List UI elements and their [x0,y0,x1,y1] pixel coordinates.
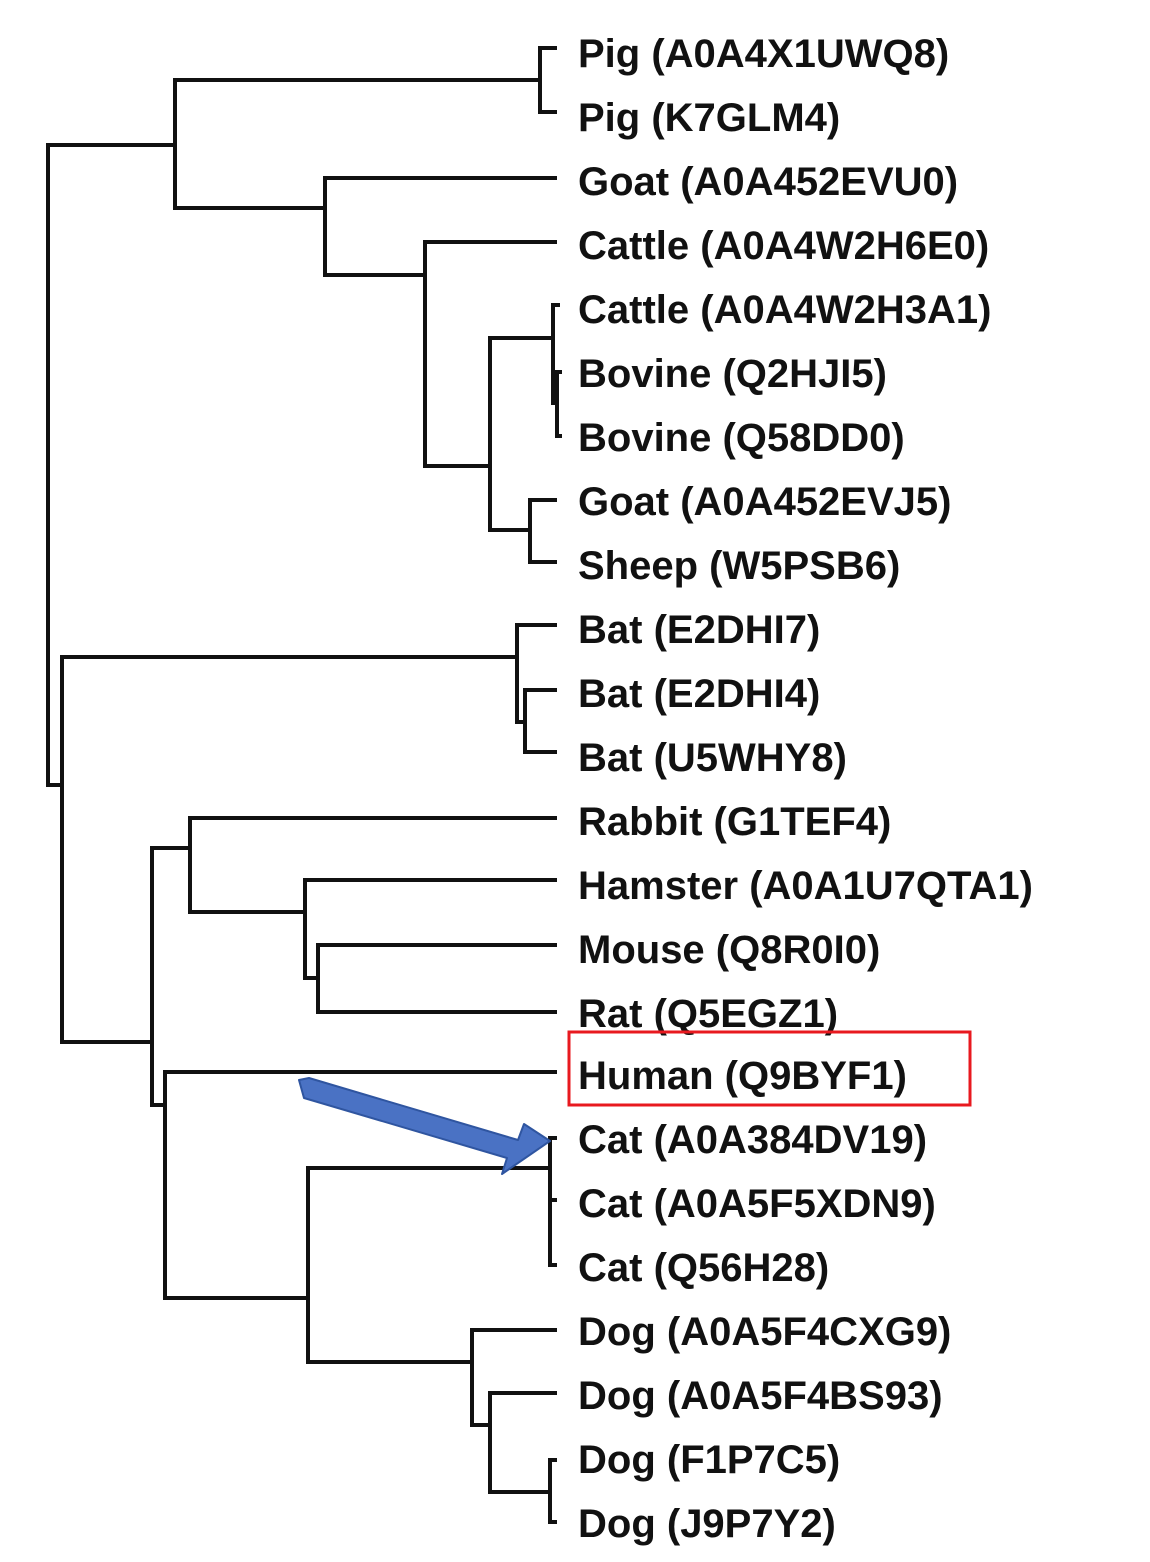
branch-ruminant-sub [488,336,555,532]
leaf-label: Bat (E2DHI7) [578,608,820,652]
branch-lower-clade [150,846,192,1107]
leaf-label: Bat (U5WHY8) [578,736,847,780]
leaf-label: Pig (K7GLM4) [578,96,840,140]
human-highlight-box [567,1030,972,1107]
leaf-label: Bovine (Q2HJI5) [578,352,887,396]
leaf-label: Dog (F1P7C5) [578,1438,840,1482]
leaf-label: Rabbit (G1TEF4) [578,800,891,844]
leaf-label: Mouse (Q8R0I0) [578,928,880,972]
branch-dog-clade [470,1328,557,1427]
branch-bat-clade [515,623,557,724]
leaf-label-highlighted: Human (Q9BYF1) [578,1054,907,1098]
branch-root [46,143,177,787]
leaf-label: Goat (A0A452EVU0) [578,160,958,204]
branch-mouse-rat [316,943,557,1014]
branch-glires [188,816,557,914]
leaf-label: Cat (Q56H28) [578,1246,829,1290]
branch-artiodactyla [173,78,542,210]
branch-cat-clade [548,1136,557,1267]
branch-pig-clade [538,46,557,114]
leaf-label: Cattle (A0A4W2H6E0) [578,224,989,268]
leaf-label: Cattle (A0A4W2H3A1) [578,288,991,332]
branch-goat-sheep [528,498,557,564]
leaf-label: Bat (E2DHI4) [578,672,820,716]
leaf-label: Goat (A0A452EVJ5) [578,480,951,524]
branch-rodents [303,878,557,980]
leaf-label: Rat (Q5EGZ1) [578,992,838,1036]
branch-human-carnivora [163,1070,557,1300]
branch-ruminants [323,176,557,277]
leaf-label: Hamster (A0A1U7QTA1) [578,864,1033,908]
tree-branches [46,46,562,1524]
leaf-label: Dog (A0A5F4CXG9) [578,1310,951,1354]
leaf-label: Cat (A0A5F5XDN9) [578,1182,936,1226]
branch-bat-pair [523,688,557,754]
annotation-arrow-icon [298,1077,551,1175]
leaf-label: Bovine (Q58DD0) [578,416,905,460]
branch-bats-lower [60,655,519,1044]
branch-ruminant-inner [423,240,557,468]
branch-dog-inner [488,1391,557,1494]
leaf-label: Sheep (W5PSB6) [578,544,900,588]
leaf-label: Cat (A0A384DV19) [578,1118,927,1162]
branch-carnivora [306,1166,552,1364]
leaf-labels: Pig (A0A4X1UWQ8) Pig (K7GLM4) Goat (A0A4… [578,32,1033,1546]
leaf-label: Dog (A0A5F4BS93) [578,1374,943,1418]
branch-cattle-bovine [551,303,560,405]
leaf-label: Dog (J9P7Y2) [578,1502,836,1546]
leaf-label: Pig (A0A4X1UWQ8) [578,32,949,76]
